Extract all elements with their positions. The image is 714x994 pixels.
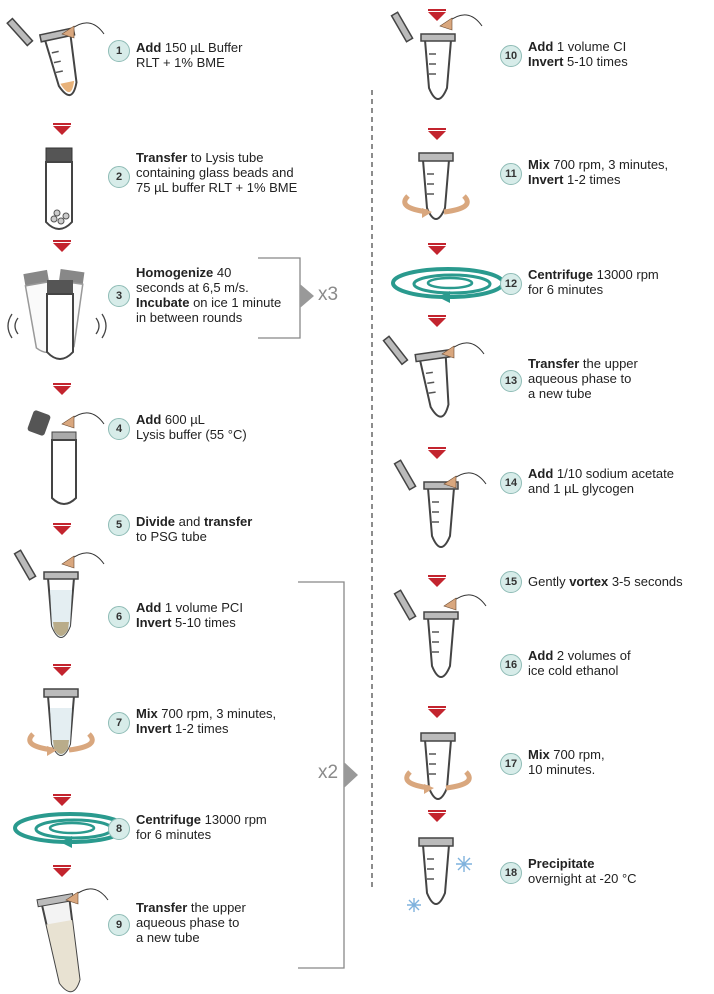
tube-icon-14 <box>395 460 458 547</box>
pipette-arrow-icon <box>62 553 104 568</box>
tube-icon-18 <box>419 838 453 904</box>
step-number: 9 <box>108 914 130 936</box>
step-number: 10 <box>500 45 522 67</box>
tube-icon-7 <box>44 689 78 755</box>
pipette-arrow-icon <box>66 889 108 904</box>
step-number: 16 <box>500 654 522 676</box>
repeat-label-x3: x3 <box>318 284 338 306</box>
step-number: 8 <box>108 818 130 840</box>
homogenizer-tubes-icon-3 <box>8 269 106 359</box>
step-number: 18 <box>500 862 522 884</box>
step-number: 2 <box>108 166 130 188</box>
step-11: 11 Mix 700 rpm, 3 minutes,Invert 1-2 tim… <box>500 157 668 187</box>
pipette-arrow-icon <box>62 23 104 38</box>
step-number: 14 <box>500 472 522 494</box>
step-7: 7 Mix 700 rpm, 3 minutes,Invert 1-2 time… <box>108 706 276 736</box>
pipette-arrow-icon <box>442 343 484 358</box>
step-number: 13 <box>500 370 522 392</box>
step-number: 6 <box>108 606 130 628</box>
pipette-arrow-icon <box>444 473 486 488</box>
lysis-tube-icon-2 <box>46 148 72 229</box>
step-number: 15 <box>500 571 522 593</box>
step-number: 5 <box>108 514 130 536</box>
step-number: 7 <box>108 712 130 734</box>
step-number: 4 <box>108 418 130 440</box>
tube-icon-1 <box>6 7 86 105</box>
step-number: 17 <box>500 753 522 775</box>
step-number: 12 <box>500 273 522 295</box>
step-number: 3 <box>108 285 130 307</box>
tube-icon-9 <box>37 894 89 994</box>
pipette-arrow-icon <box>62 413 104 428</box>
tube-icon-13 <box>383 328 458 423</box>
step-15: 15 Gently vortex 3-5 seconds <box>500 571 683 593</box>
repeat-label-x2: x2 <box>318 762 338 784</box>
pipette-arrow-icon <box>440 15 482 30</box>
step-number: 1 <box>108 40 130 62</box>
centrifuge-icon <box>393 269 503 303</box>
pipette-arrow-icon <box>444 595 486 610</box>
step-17: 17 Mix 700 rpm,10 minutes. <box>500 747 605 777</box>
step-number: 11 <box>500 163 522 185</box>
